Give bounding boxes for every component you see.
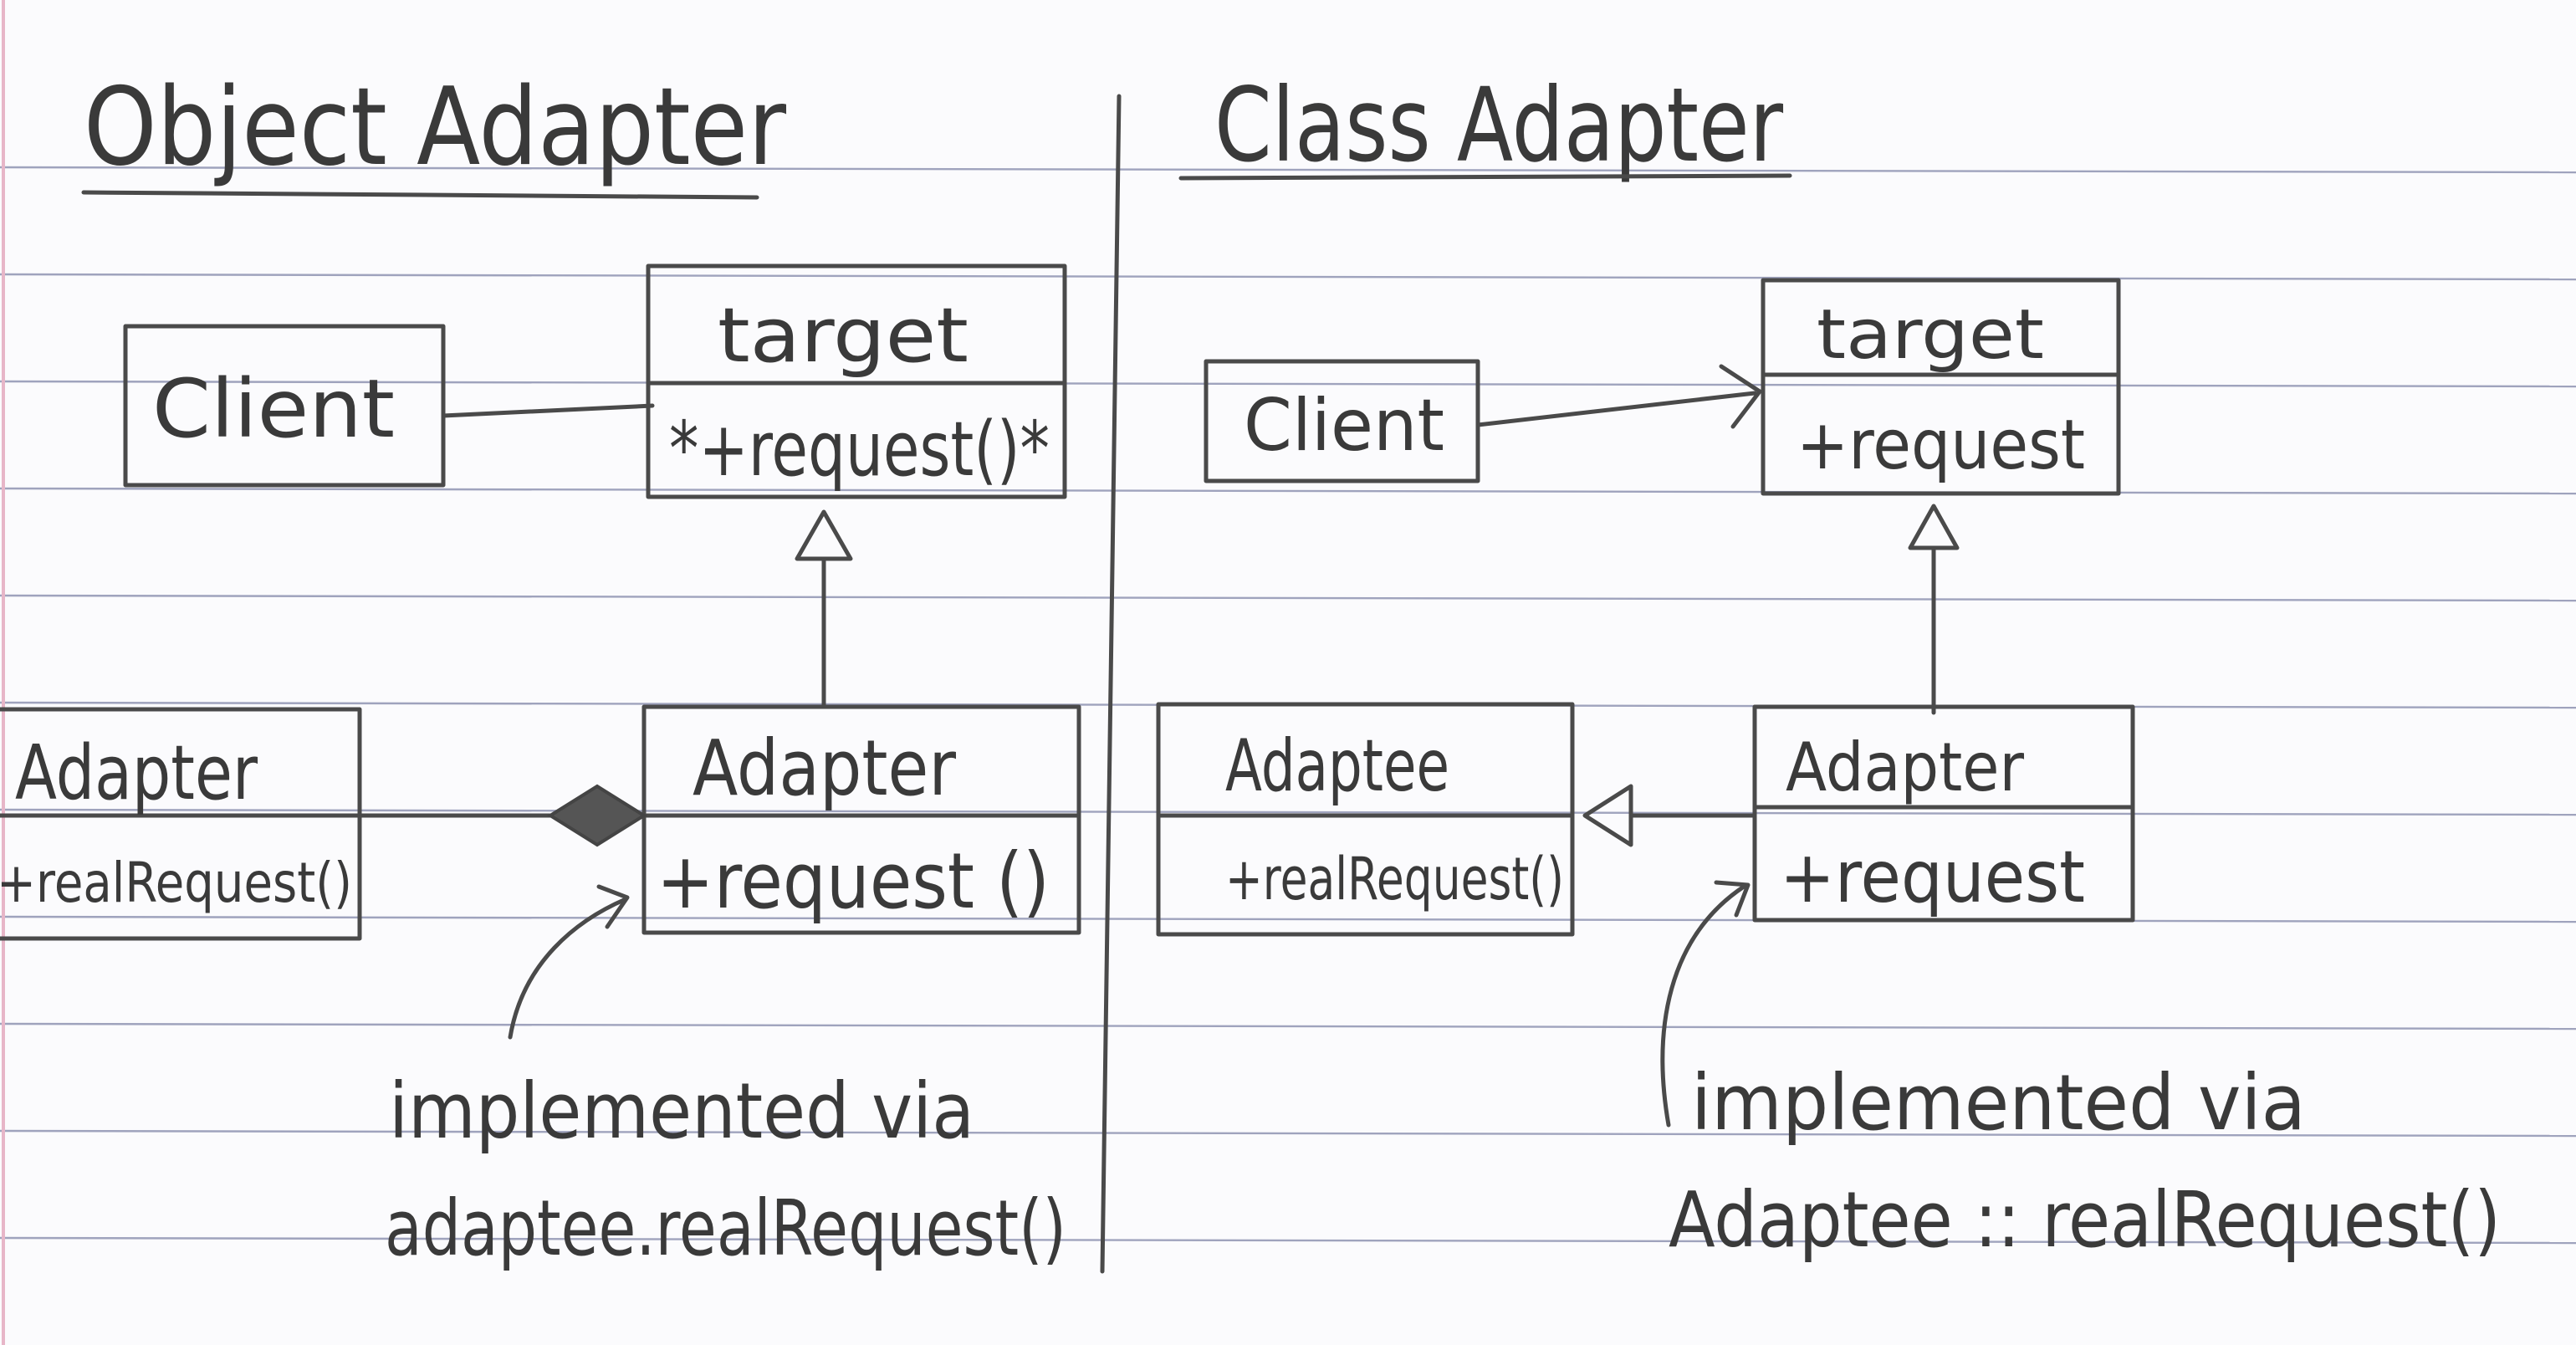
class-adapter-name: Adapter: [1786, 729, 2024, 806]
class-target-name: target: [1817, 295, 2044, 375]
class-adaptee-inheritance-arrowhead: [1582, 784, 1633, 847]
object-target-name: target: [718, 292, 969, 380]
object-target-class: target *+request()*: [646, 263, 1067, 499]
class-client-target-association: [1475, 391, 1757, 427]
class-target-class: target +request: [1761, 278, 2121, 496]
class-note-arrow: [1660, 884, 1746, 1128]
class-client-class: Client: [1204, 359, 1480, 483]
ruled-line: [0, 808, 2576, 816]
object-adapter-class: Adapter +request (): [641, 704, 1081, 935]
class-adapter-title: Class Adapter: [1214, 66, 1784, 185]
class-client-label: Client: [1244, 384, 1444, 468]
object-adaptee-class: Adapter +realRequest(): [0, 707, 362, 941]
object-target-member: *+request()*: [669, 406, 1050, 494]
ruled-line: [0, 594, 2576, 602]
object-client-class: Client: [123, 324, 446, 488]
object-adapter-member: +request (): [657, 836, 1050, 926]
class-adapter-member: +request: [1780, 836, 2085, 919]
object-client-label: Client: [152, 362, 395, 456]
ruled-line: [0, 380, 2576, 388]
object-note-arrowhead: [596, 884, 630, 929]
object-note-line1: implemented via: [389, 1066, 974, 1156]
object-adaptee-member: +realRequest(): [0, 851, 352, 915]
class-adaptee-member: +realRequest(): [1225, 845, 1564, 913]
center-divider: [1100, 94, 1122, 1274]
class-note-line1: implemented via: [1691, 1058, 2306, 1148]
ruled-line: [0, 273, 2576, 281]
class-note-arrowhead: [1714, 880, 1751, 918]
class-adapter-title-underline: [1178, 173, 1792, 181]
object-composition-diamond-icon: [547, 784, 647, 847]
object-adaptee-name: Adapter: [15, 729, 258, 817]
object-client-target-association: [441, 403, 655, 418]
object-inheritance-arrowhead: [795, 509, 853, 561]
object-adapter-title-underline: [81, 190, 759, 200]
class-target-inheritance-arrowhead: [1908, 504, 1960, 550]
object-adapter-name: Adapter: [693, 724, 956, 813]
object-note-arrow: [508, 897, 628, 1040]
ruled-line: [0, 1236, 2576, 1245]
object-adapter-diagram: Object Adapter Client target *+request()…: [0, 65, 1081, 1273]
class-adaptee-name: Adaptee: [1225, 724, 1449, 808]
ruled-line: [0, 166, 2576, 174]
object-adapter-title: Object Adapter: [84, 65, 786, 190]
ruled-line: [0, 915, 2576, 923]
class-target-member: +request: [1797, 406, 2085, 485]
class-adapter-class: Adapter +request: [1752, 704, 2135, 923]
class-adapter-diagram: Class Adapter Client target +request Ada…: [1156, 66, 2501, 1265]
ruled-line: [0, 487, 2576, 495]
ruled-line: [0, 1129, 2576, 1138]
ruled-line: [0, 1022, 2576, 1030]
object-note-line2: adaptee.realRequest(): [385, 1184, 1066, 1273]
class-adaptee-class: Adaptee +realRequest(): [1156, 702, 1575, 937]
class-association-arrowhead: [1719, 364, 1762, 429]
class-note-line2: Adaptee :: realRequest(): [1669, 1175, 2501, 1265]
